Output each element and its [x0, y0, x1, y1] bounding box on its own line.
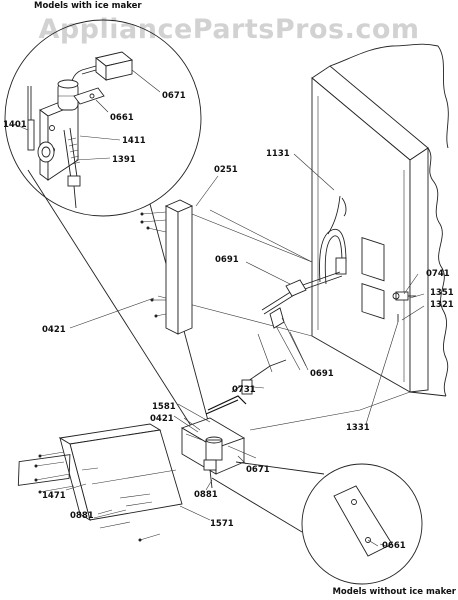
- detail-callout-line-d: [235, 461, 325, 475]
- caption-without-ice-maker: Models without ice maker: [332, 587, 456, 597]
- label-0661-top: 0661: [110, 113, 134, 123]
- label-0741: 0741: [426, 269, 450, 279]
- label-1571: 1571: [210, 519, 234, 529]
- label-0671-top: 0671: [162, 91, 186, 101]
- label-1321: 1321: [430, 300, 454, 310]
- label-0251: 0251: [214, 165, 238, 175]
- label-0421-a: 0421: [42, 325, 66, 335]
- ice-maker-detail-circle: Models with ice maker 0671 0661 1401 141…: [3, 1, 202, 217]
- watermark-text: AppliancePartsPros.com: [38, 14, 419, 45]
- connector-plug: [70, 51, 134, 93]
- water-valve-lower: [180, 395, 257, 489]
- detail-callout-line-c: [211, 477, 303, 533]
- insulation-panel-0251: [140, 199, 194, 335]
- label-1401: 1401: [3, 120, 27, 130]
- label-1351: 1351: [430, 288, 454, 298]
- water-tube-bracket-group: [191, 213, 343, 395]
- detail-callout-line-a: [27, 169, 201, 441]
- label-1391: 1391: [112, 155, 136, 165]
- label-0421-b: 0421: [150, 414, 174, 424]
- leader-lines: [65, 153, 425, 547]
- label-0731: 0731: [232, 385, 256, 395]
- label-0691-a: 0691: [215, 255, 239, 265]
- label-1331: 1331: [346, 423, 370, 433]
- no-ice-maker-detail-circle: Models without ice maker: [301, 463, 457, 597]
- label-0671-b: 0671: [246, 465, 270, 475]
- caption-with-ice-maker: Models with ice maker: [34, 1, 142, 11]
- label-1581: 1581: [152, 402, 176, 412]
- label-1131: 1131: [266, 149, 290, 159]
- part-labels: 0251 1131 0691 0741 1351 1321 0421 0691 …: [42, 149, 454, 551]
- label-1471: 1471: [42, 491, 66, 501]
- label-0881-a: 0881: [70, 511, 94, 521]
- label-1411: 1411: [122, 136, 146, 146]
- label-0881-b: 0881: [194, 490, 218, 500]
- cabinet-back-wall: [311, 43, 449, 397]
- label-0661-b: 0661: [382, 541, 406, 551]
- water-valve-assembly: [27, 79, 105, 209]
- lower-mounting-bracket: [17, 423, 183, 542]
- label-0691-b: 0691: [310, 369, 334, 379]
